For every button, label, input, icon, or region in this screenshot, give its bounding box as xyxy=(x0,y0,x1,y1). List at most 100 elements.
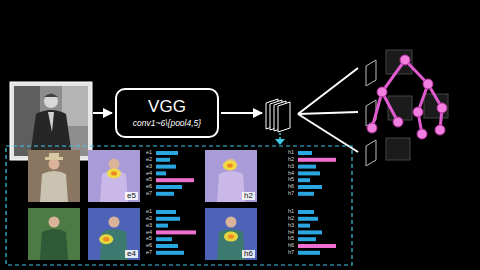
bar-label: e2 xyxy=(146,216,152,222)
image-tile xyxy=(228,234,234,238)
plane-panel xyxy=(386,50,448,160)
bar xyxy=(298,251,320,255)
tree-node xyxy=(437,103,447,113)
dashed-panel xyxy=(6,146,352,265)
flow-arrow xyxy=(93,112,112,114)
network-box: VGGconv1~6\{pool4,5} xyxy=(115,88,219,138)
bar xyxy=(298,244,336,248)
image-tile xyxy=(28,150,80,202)
bar xyxy=(156,237,172,241)
bar xyxy=(156,192,174,196)
tile-label: h2 xyxy=(242,192,255,200)
image-tile xyxy=(88,208,140,260)
input-photo xyxy=(10,82,92,160)
bar xyxy=(298,210,314,214)
bar xyxy=(156,158,170,162)
bar xyxy=(298,171,320,175)
image-tile xyxy=(109,217,120,228)
layer-note: conv1~6\{pool4,5} xyxy=(133,118,201,128)
image-tile xyxy=(28,208,80,260)
dashed-arrow xyxy=(275,133,285,145)
bar-label: h4 xyxy=(288,171,294,177)
bar xyxy=(298,178,310,182)
image-tile xyxy=(49,153,59,158)
image-tile xyxy=(49,217,60,228)
image-tile xyxy=(223,161,237,171)
image-tile xyxy=(217,229,245,260)
flow-arrow xyxy=(221,112,262,114)
bar xyxy=(298,151,312,155)
bar-label: h1 xyxy=(288,209,294,215)
bar xyxy=(298,230,322,234)
bar-label: h2 xyxy=(288,216,294,222)
image-tile xyxy=(205,150,257,202)
image-tile xyxy=(226,217,237,228)
fan-lines xyxy=(298,112,358,114)
bar xyxy=(156,217,180,221)
tree-node xyxy=(417,129,427,139)
bar-label: e5 xyxy=(146,236,152,242)
bar xyxy=(298,217,318,221)
tree-node xyxy=(413,107,423,117)
bar xyxy=(298,192,314,196)
bar-label: e3 xyxy=(146,223,152,229)
bar-label: h7 xyxy=(288,191,294,197)
bar-label: e7 xyxy=(146,191,152,197)
bar xyxy=(156,230,196,234)
tree-node xyxy=(393,117,403,127)
image-tile xyxy=(107,168,121,178)
bar xyxy=(156,171,166,175)
input-photo xyxy=(30,110,72,156)
image-tile xyxy=(205,150,257,202)
bar-label: e2 xyxy=(146,157,152,163)
image-tile: e4 xyxy=(88,208,140,260)
bar xyxy=(298,224,310,228)
bar-label: e3 xyxy=(146,164,152,170)
bar-label: e1 xyxy=(146,209,152,215)
image-tile xyxy=(99,234,113,244)
bar-label: e6 xyxy=(146,184,152,190)
tree-node xyxy=(367,123,377,133)
bar xyxy=(298,165,316,169)
image-tile xyxy=(28,150,80,202)
tree-node xyxy=(377,87,387,97)
input-photo xyxy=(44,94,58,98)
image-tile: h6 xyxy=(205,208,257,260)
feature-stack xyxy=(278,102,290,132)
image-tile xyxy=(88,150,140,202)
image-tile xyxy=(103,237,109,241)
bar-chart xyxy=(156,151,336,255)
plane xyxy=(366,140,376,166)
bar-label: h7 xyxy=(288,250,294,256)
bar-label: e5 xyxy=(146,177,152,183)
bar-label: h6 xyxy=(288,243,294,249)
bar-label: h3 xyxy=(288,164,294,170)
input-photo xyxy=(10,82,92,160)
tree-node xyxy=(367,55,447,139)
bar xyxy=(156,165,176,169)
bar xyxy=(298,158,336,162)
bar xyxy=(156,224,168,228)
plane xyxy=(366,60,376,86)
bar xyxy=(156,185,182,189)
feature-stack xyxy=(266,99,290,132)
bar xyxy=(156,151,178,155)
image-tile: e5 xyxy=(88,150,140,202)
bar-label: e4 xyxy=(146,230,152,236)
image-tile xyxy=(100,229,128,260)
image-tile xyxy=(40,171,68,202)
image-tile xyxy=(227,163,233,167)
network-name: VGG xyxy=(148,98,186,117)
bar xyxy=(156,178,194,182)
bar-label: e4 xyxy=(146,171,152,177)
bar xyxy=(156,210,176,214)
image-tile xyxy=(217,171,245,202)
parse-tree xyxy=(382,60,405,92)
bar xyxy=(298,237,316,241)
image-tile xyxy=(224,232,238,242)
tree-node xyxy=(400,55,410,65)
image-tile xyxy=(40,229,68,260)
bar-label: h6 xyxy=(288,184,294,190)
fan-lines xyxy=(298,68,358,152)
